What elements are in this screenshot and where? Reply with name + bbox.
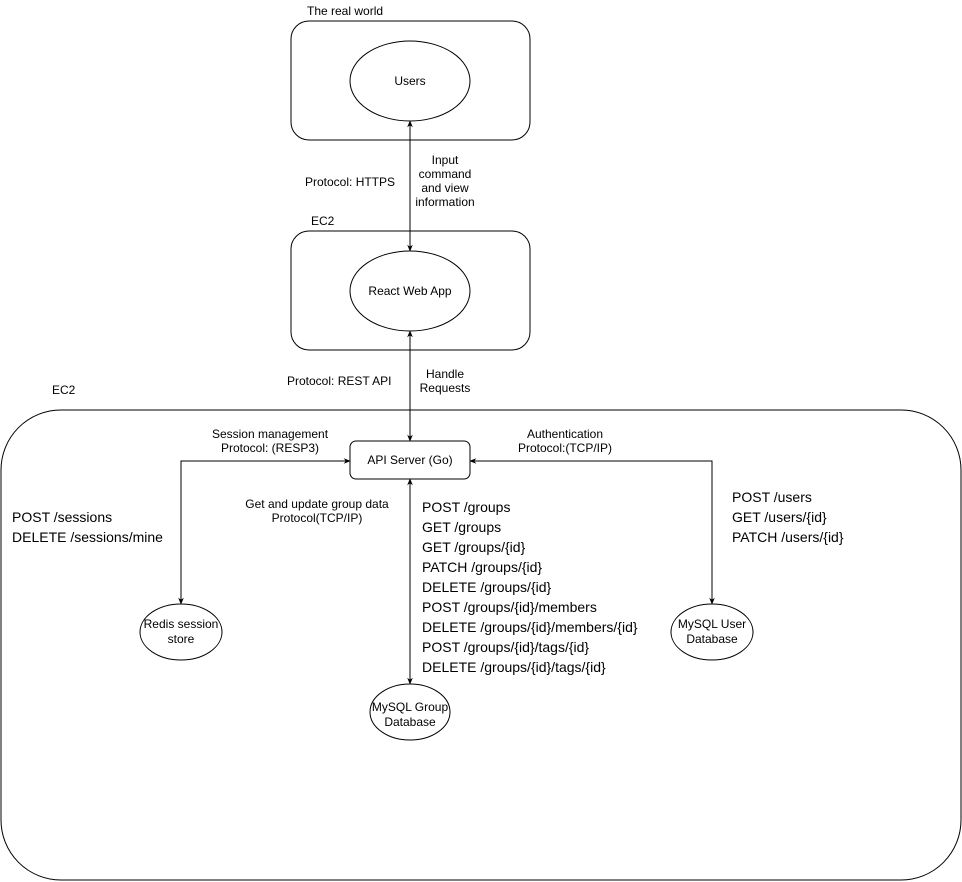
endpoint-item: POST /groups [422,499,510,515]
redis-label-line1: Redis session [144,617,219,631]
api-mysql-user-connector [469,458,715,605]
group-label-line1: Get and update group data [245,497,389,511]
endpoint-item: DELETE /groups/{id} [422,579,552,595]
https-desc-line2: command [419,167,472,181]
auth-label-line2: Protocol:(TCP/IP) [518,441,612,455]
https-desc-line4: information [415,195,474,209]
endpoint-item: PATCH /groups/{id} [422,559,542,575]
real-world-label: The real world [307,4,383,18]
api-redis-connector [178,458,351,605]
auth-label-line1: Authentication [527,427,603,441]
api-server-label: API Server (Go) [367,453,452,467]
groups-endpoints: POST /groups GET /groups GET /groups/{id… [422,499,638,675]
sessions-endpoints: POST /sessions DELETE /sessions/mine [12,509,163,545]
endpoint-item: POST /groups/{id}/members [422,599,597,615]
rest-desc-line1: Handle [426,367,464,381]
redis-label-line2: store [168,632,195,646]
rest-protocol-label: Protocol: REST API [287,374,392,388]
mysql-group-label-line1: MySQL Group [372,700,449,714]
mysql-user-label-line1: MySQL User [678,617,746,631]
group-label-line2: Protocol(TCP/IP) [272,511,363,525]
endpoint-item: GET /groups [422,519,501,535]
endpoint-item: POST /sessions [12,509,112,525]
users-label: Users [394,74,425,88]
mysql-group-label-line2: Database [384,715,436,729]
endpoint-item: DELETE /groups/{id}/tags/{id} [422,659,606,675]
ec2-backend-label: EC2 [52,383,76,397]
https-desc-line3: and view [421,181,469,195]
react-web-app-label: React Web App [368,284,451,298]
endpoint-item: GET /users/{id} [732,509,827,525]
ec2-web-label: EC2 [311,214,335,228]
endpoint-item: POST /users [732,489,812,505]
endpoint-item: DELETE /groups/{id}/members/{id} [422,619,638,635]
session-label-line1: Session management [212,427,329,441]
session-label-line2: Protocol: (RESP3) [221,441,319,455]
https-protocol-label: Protocol: HTTPS [305,175,395,189]
mysql-user-label-line2: Database [686,632,738,646]
endpoint-item: DELETE /sessions/mine [12,529,163,545]
users-endpoints: POST /users GET /users/{id} PATCH /users… [732,489,844,545]
endpoint-item: POST /groups/{id}/tags/{id} [422,639,589,655]
rest-desc-line2: Requests [420,381,471,395]
endpoint-item: GET /groups/{id} [422,539,526,555]
https-desc-line1: Input [432,153,459,167]
endpoint-item: PATCH /users/{id} [732,529,844,545]
